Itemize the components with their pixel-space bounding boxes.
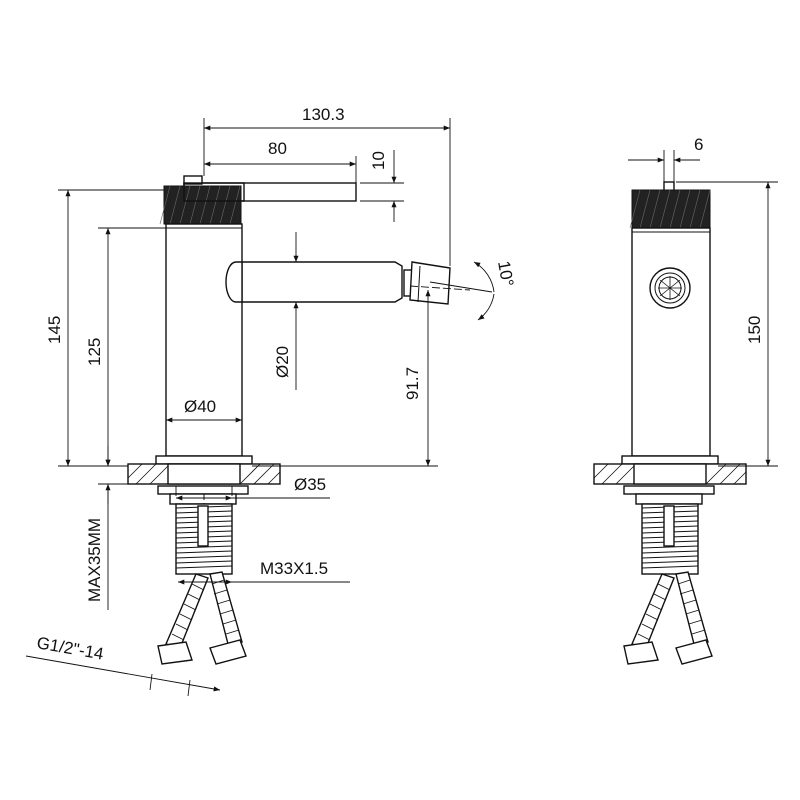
hose-nut-left	[157, 641, 193, 665]
mounting-bolt	[197, 505, 209, 547]
side-base-plate	[621, 455, 719, 465]
side-nut	[635, 493, 703, 505]
dim-tilt-angle: 10°	[494, 259, 517, 288]
front-view	[127, 175, 451, 665]
dim-thread: M33X1.5	[260, 559, 328, 578]
washer	[157, 485, 249, 495]
dim-outlet-height: 91.7	[403, 367, 422, 400]
side-dimensions: 6 150	[628, 135, 778, 467]
side-view	[593, 181, 747, 665]
side-hose-nut-left	[623, 641, 659, 665]
dim-side-lever-width: 6	[694, 135, 703, 154]
hose-left	[165, 573, 209, 649]
side-washer	[623, 485, 715, 495]
hose-nut-right	[209, 639, 247, 665]
dim-outlet-diameter: Ø20	[273, 346, 292, 378]
hose-right	[209, 571, 243, 645]
side-body	[631, 227, 711, 457]
dim-lever-thickness: 10	[369, 151, 388, 170]
dim-lever-length: 80	[268, 139, 287, 158]
faucet-body	[165, 223, 243, 457]
lever-stem	[183, 175, 203, 185]
side-hose-nut-right	[675, 639, 713, 665]
counter-hatch	[127, 463, 281, 485]
nut	[169, 493, 237, 505]
knurl-pattern	[159, 185, 241, 225]
side-hose-left	[631, 573, 675, 649]
dim-shank-diameter: Ø35	[294, 475, 326, 494]
dim-total-height: 145	[45, 316, 64, 344]
spout	[241, 261, 403, 303]
side-hose-right	[675, 571, 709, 645]
dim-total-length: 130.3	[302, 105, 345, 124]
dim-side-height: 150	[745, 316, 764, 344]
dim-body-diameter: Ø40	[184, 397, 216, 416]
nozzle-head	[409, 261, 451, 305]
base-plate	[155, 455, 253, 465]
dim-max-deck: MAX35MM	[85, 518, 104, 602]
dim-body-height: 125	[85, 338, 104, 366]
knurled-cap	[163, 185, 242, 225]
